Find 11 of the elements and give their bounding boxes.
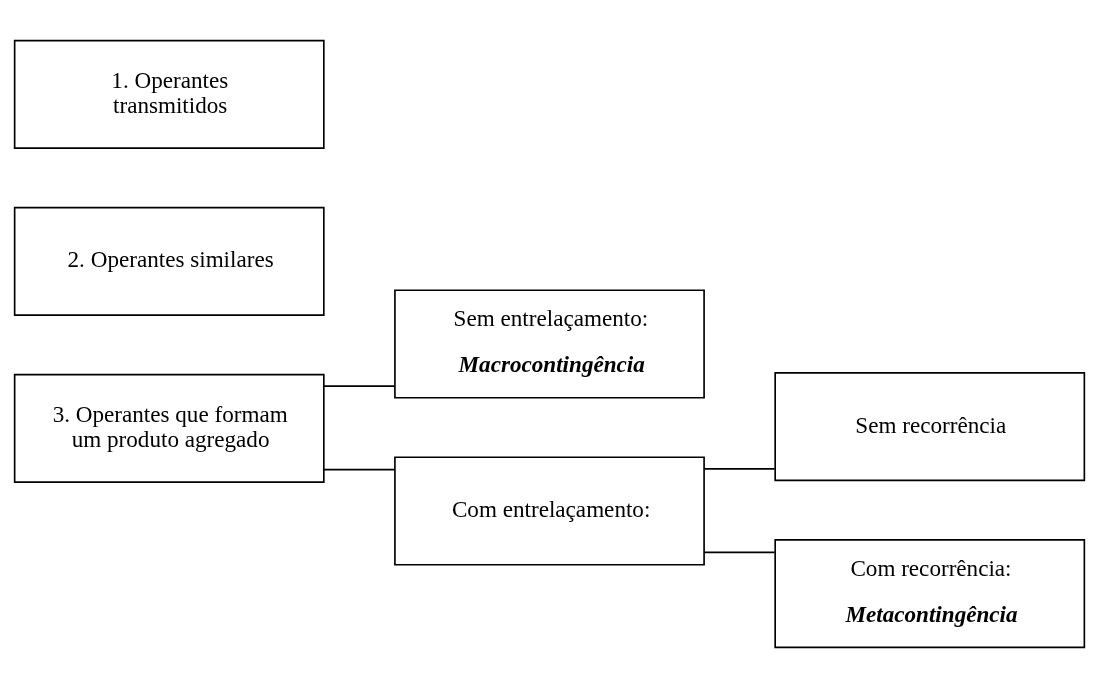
connector xyxy=(323,384,396,387)
node-box: Com recorrência: Metacontingência xyxy=(774,538,1086,648)
node-box: 1. Operantes transmitidos xyxy=(13,39,325,149)
connector xyxy=(323,468,396,470)
node-box: Com entrelaçamento: xyxy=(394,455,705,566)
connector xyxy=(703,467,776,470)
connector xyxy=(703,551,776,553)
node-box: Sem recorrência xyxy=(774,371,1086,481)
node-box: Sem entrelaçamento: Macrocontingência xyxy=(394,288,705,399)
node-box: 3. Operantes que formam um produto agregado xyxy=(13,373,325,483)
node-box: 2. Operantes similares xyxy=(13,206,325,316)
